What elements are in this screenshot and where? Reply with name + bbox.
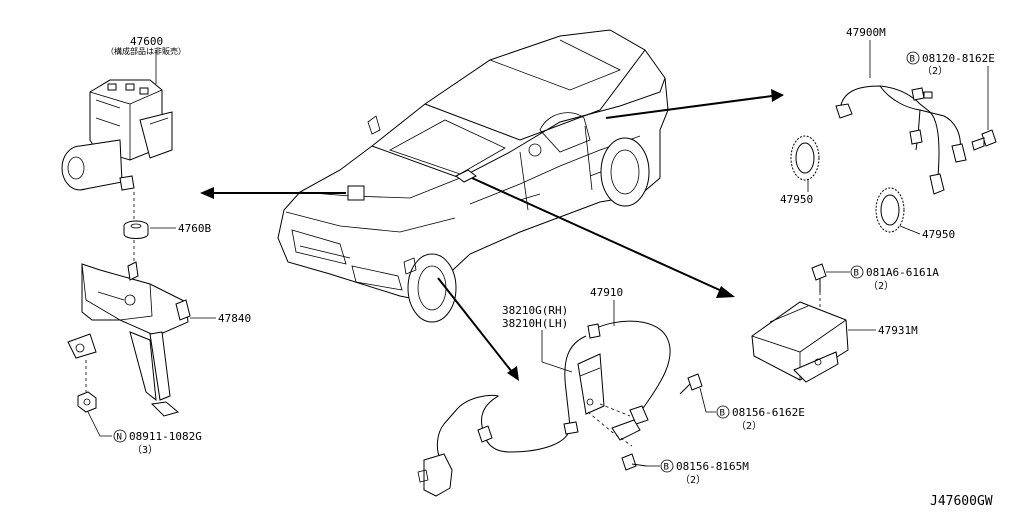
abs-actuator[interactable] [61,79,173,191]
part-number-47950-right: 47950 [922,228,955,241]
control-unit-bolt[interactable] [811,263,827,292]
control-unit[interactable] [751,301,849,383]
grommet[interactable] [123,220,149,239]
part-number-08120-8162E: 08120-8162E [922,52,995,65]
control-unit-location-marker [455,169,477,183]
control-unit-bolt-qty: （2） [868,280,894,292]
front-sensor-bracket[interactable] [577,353,605,415]
nut[interactable] [77,391,97,413]
part-number-47900M: 47900M [846,26,886,39]
nut-marker: N [113,429,127,443]
rear-bolt[interactable] [971,129,997,151]
sensor-bolt-a-qty: （2） [736,420,762,432]
part-number-08156-8165M: 08156-8165M [676,460,749,473]
part-number-47910: 47910 [590,286,623,299]
actuator-location-marker [347,185,365,201]
sensor-bolt-a[interactable] [679,373,703,395]
part-number-08911-1082G: 08911-1082G [129,430,202,443]
svg-text:N: N [117,433,122,443]
control-unit-bolt-marker: B [850,265,864,279]
front-sensor-harness[interactable] [417,320,671,497]
actuator-note: （構成部品は非販売） [106,46,186,56]
part-number-47600: 47600 [130,35,163,48]
part-number-47840: 47840 [218,312,251,325]
rear-bolt-marker: B [906,51,920,65]
pointer-arrows [200,89,784,381]
part-number-4760B: 4760B [178,222,211,235]
rear-sensor-harness[interactable] [835,85,967,195]
part-number-38210H-LH: 38210H(LH) [502,317,568,330]
part-number-47950-left: 47950 [780,193,813,206]
sensor-bolt-b-marker: B [660,459,674,473]
svg-text:B: B [854,269,859,279]
rear-bolt-qty: （2） [922,65,948,77]
sensor-bolt-a-marker: B [716,405,730,419]
part-number-47931M: 47931M [878,324,918,337]
sensor-rotor-right[interactable] [875,187,905,233]
svg-text:B: B [664,463,669,473]
diagram-code: J47600GW [930,494,993,509]
sensor-bolt-b-qty: （2） [680,474,706,486]
car-illustration [277,29,669,323]
part-number-081A6-6161A: 081A6-6161A [866,266,939,279]
svg-text:B: B [720,409,725,419]
part-number-38210G-RH: 38210G(RH) [502,304,568,317]
svg-text:B: B [910,55,915,65]
sensor-rotor-left[interactable] [790,135,820,181]
actuator-bracket[interactable] [67,261,191,417]
sensor-bolt-b[interactable] [621,453,647,471]
part-number-08156-6162E: 08156-6162E [732,406,805,419]
nut-qty: （3） [132,444,158,456]
